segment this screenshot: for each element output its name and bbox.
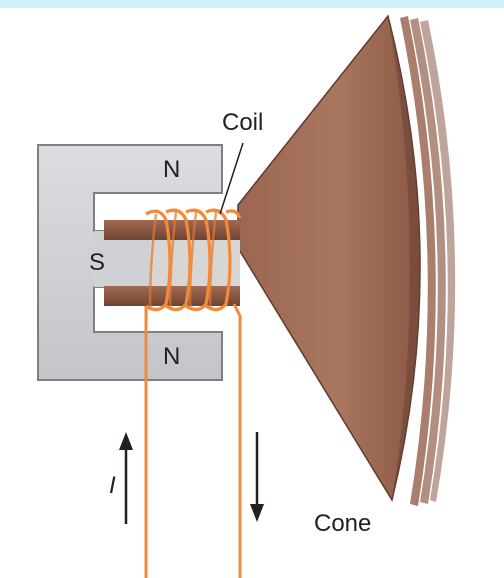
top-band bbox=[0, 0, 504, 8]
coil-former-top bbox=[104, 220, 240, 240]
arrow-down-icon bbox=[250, 432, 264, 522]
north-pole-bottom-label: N bbox=[163, 343, 180, 370]
south-pole-label: S bbox=[89, 249, 105, 276]
cone-label: Cone bbox=[314, 510, 371, 537]
coil-former-bottom bbox=[104, 286, 240, 306]
current-label: I bbox=[109, 472, 116, 499]
coil-former-gap bbox=[150, 240, 240, 286]
cone-rims bbox=[400, 16, 456, 506]
lead-wires bbox=[144, 303, 242, 578]
cone-rim-highlight bbox=[388, 16, 421, 500]
coil-label: Coil bbox=[222, 109, 263, 136]
voice-coil bbox=[145, 208, 242, 312]
coil-pointer bbox=[219, 142, 244, 215]
speaker-cone bbox=[237, 14, 421, 502]
north-pole-top-label: N bbox=[163, 156, 180, 183]
arrow-up-icon bbox=[119, 432, 133, 524]
inner-pole bbox=[94, 231, 150, 287]
